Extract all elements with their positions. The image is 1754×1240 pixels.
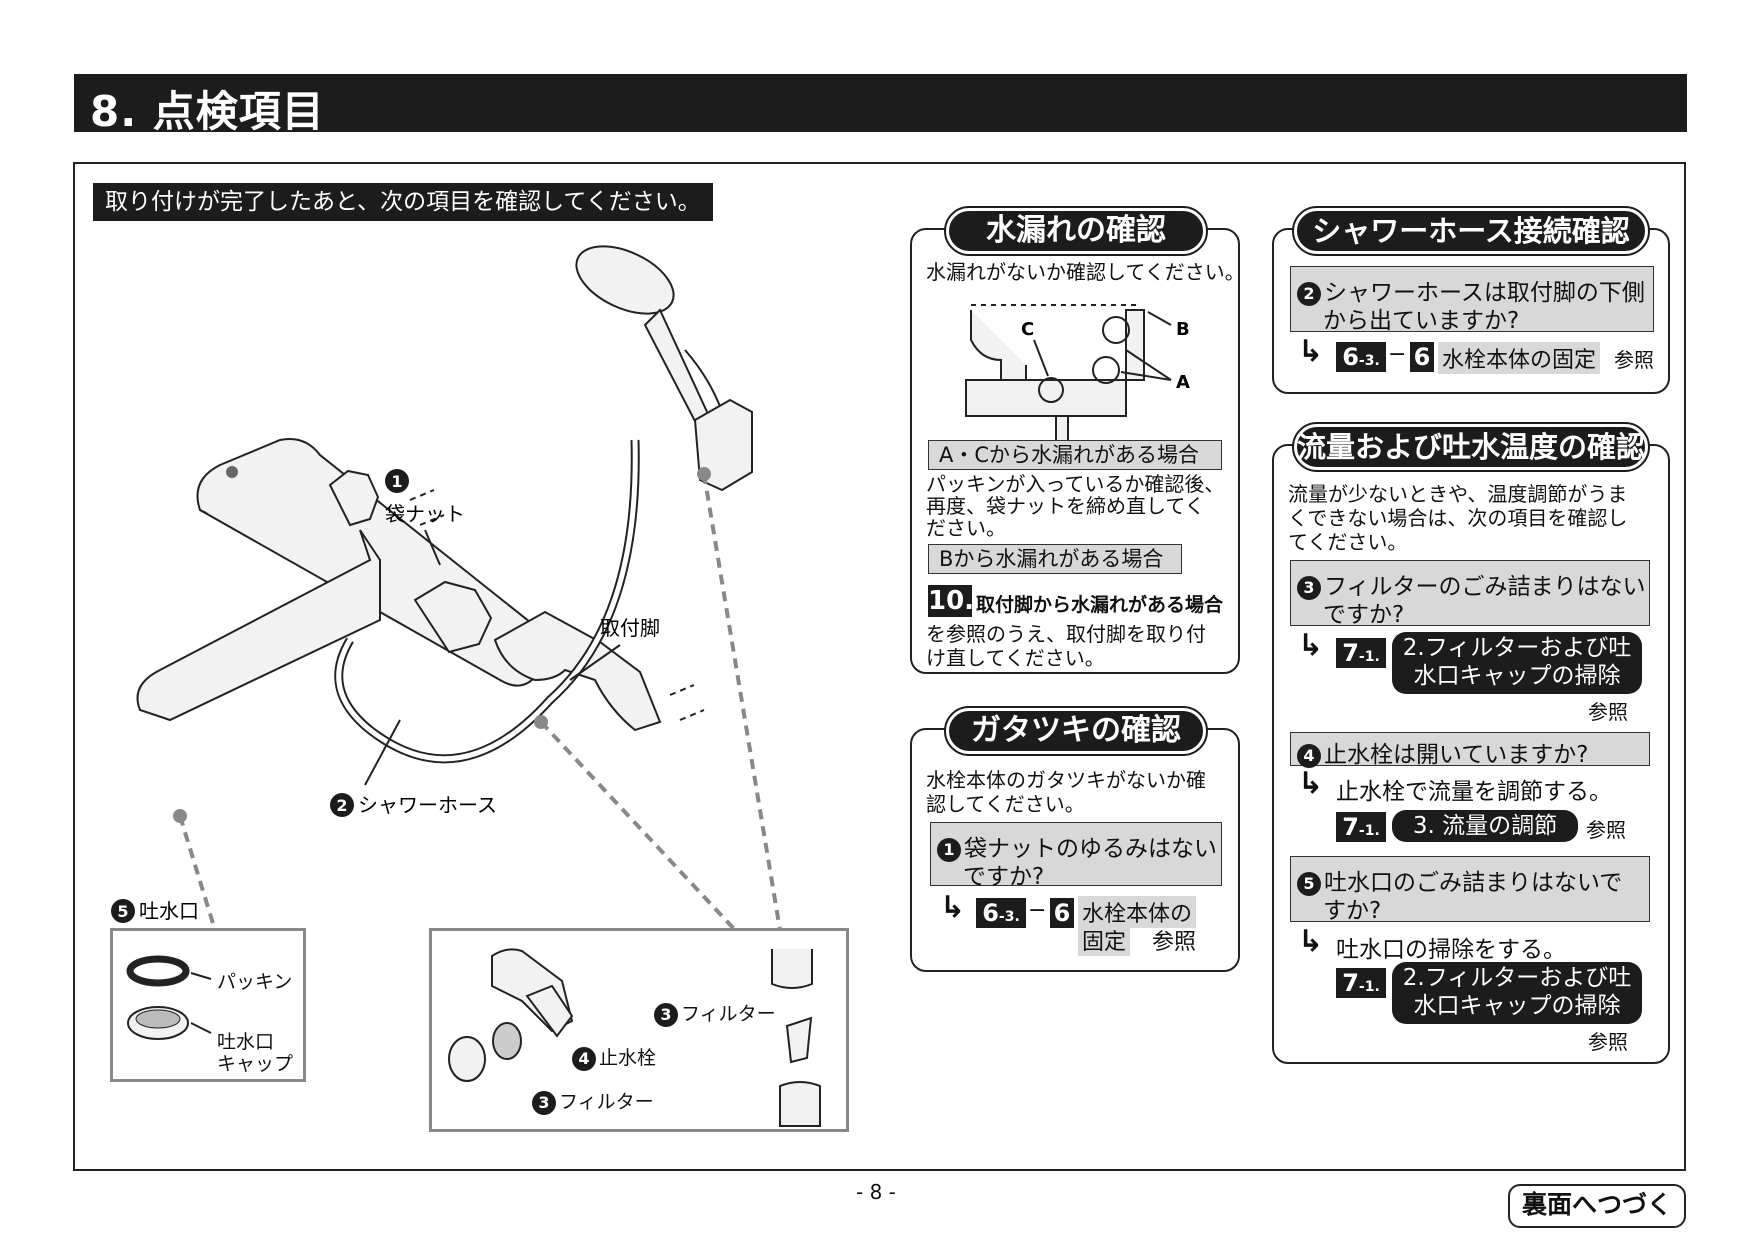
rattle-ref-b: 6 bbox=[1050, 898, 1074, 928]
callout-2: 2 シャワーホース bbox=[330, 719, 497, 817]
rattle-see: 参照 bbox=[1152, 930, 1197, 955]
q4-ref-label: 3. 流量の調節 bbox=[1392, 810, 1578, 842]
svg-text:B: B bbox=[1176, 319, 1190, 340]
rattle-arrow-icon: ↳ bbox=[940, 890, 966, 925]
leak-diagram: C B A bbox=[965, 304, 1190, 450]
svg-text:取付脚: 取付脚 bbox=[600, 616, 660, 640]
rattle-ref-label-1: 水栓本体の bbox=[1078, 896, 1197, 928]
intro-banner: 取り付けが完了したあと、次の項目を確認してください。 bbox=[93, 183, 713, 221]
q5-action: 吐水口の掃除をする。 bbox=[1336, 937, 1566, 963]
ref-body-2: け直してください。 bbox=[926, 646, 1105, 670]
rattle-desc-1: 水栓本体のガタツキがないか確 bbox=[926, 768, 1206, 792]
page-number: - 8 - bbox=[856, 1180, 896, 1204]
q5-arrow-icon: ↳ bbox=[1298, 924, 1324, 959]
q5-see: 参照 bbox=[1588, 1030, 1628, 1054]
flow-desc-3: てください。 bbox=[1288, 530, 1408, 554]
hose-see: 参照 bbox=[1614, 348, 1654, 372]
svg-text:シャワーホース: シャワーホース bbox=[358, 793, 497, 817]
svg-text:2: 2 bbox=[336, 796, 347, 815]
svg-text:吐水口: 吐水口 bbox=[139, 899, 199, 923]
q4-ref: 7-1. bbox=[1336, 812, 1386, 842]
shower-hook bbox=[693, 398, 753, 492]
ac-leak-title: A・Cから水漏れがある場合 bbox=[928, 440, 1222, 470]
ref-section-10: 10. bbox=[928, 585, 975, 617]
panel-leak-check: 水漏れがないか確認してください。 C B A A・Cから水漏れがある場合 パッキ… bbox=[910, 228, 1245, 674]
shower-head bbox=[575, 245, 731, 452]
callout-mount: 取付脚 bbox=[569, 616, 660, 681]
q3-ref-label: 2.フィルターおよび吐水口キャップの掃除 bbox=[1392, 632, 1642, 694]
flow-title: 流量および吐水温度の確認 bbox=[1292, 422, 1650, 472]
hose-ref-a: 6-3. bbox=[1336, 342, 1386, 372]
hose-ref-label: 水栓本体の固定 bbox=[1438, 342, 1601, 374]
svg-text:1: 1 bbox=[391, 472, 402, 491]
rattle-title: ガタツキの確認 bbox=[944, 706, 1208, 756]
rattle-ref-a: 6-3. bbox=[976, 898, 1026, 928]
cap-label-2: キャップ bbox=[217, 1053, 294, 1075]
callout-1: 1 袋ナット bbox=[385, 469, 465, 566]
flow-desc-2: くできない場合は、次の項目を確認し bbox=[1288, 506, 1628, 530]
ac-leak-body-1: パッキンが入っているか確認後、 bbox=[926, 472, 1225, 496]
q5-ref-label: 2.フィルターおよび吐水口キャップの掃除 bbox=[1392, 962, 1642, 1024]
q5-ref: 7-1. bbox=[1336, 968, 1386, 998]
svg-text:C: C bbox=[1021, 319, 1034, 340]
svg-text:5: 5 bbox=[117, 902, 128, 921]
section-header: 8. 点検項目 bbox=[74, 74, 1687, 136]
svg-text:袋ナット: 袋ナット bbox=[385, 502, 465, 526]
callout-5: 5 吐水口 bbox=[111, 899, 199, 923]
q3-arrow-icon: ↳ bbox=[1298, 628, 1324, 663]
faucet-illustration: 1 袋ナット 取付脚 2 シャワーホース 5 吐水口 bbox=[111, 245, 782, 932]
rattle-ref-label-2: 固定 bbox=[1078, 924, 1131, 956]
leak-title: 水漏れの確認 bbox=[944, 206, 1208, 256]
hose-title: シャワーホース接続確認 bbox=[1292, 206, 1650, 256]
q4-action: 止水栓で流量を調節する。 bbox=[1336, 779, 1612, 805]
panel-flow-check: 流量が少ないときや、温度調節がうま くできない場合は、次の項目を確認し てくださ… bbox=[1272, 444, 1670, 1064]
content-frame bbox=[73, 162, 1686, 1171]
continue-note: 裏面へつづく bbox=[1508, 1184, 1686, 1228]
page-title: 8. 点検項目 bbox=[90, 87, 325, 136]
ac-leak-body-3: ださい。 bbox=[926, 516, 1006, 540]
q3-ref: 7-1. bbox=[1336, 638, 1386, 668]
leak-desc: 水漏れがないか確認してください。 bbox=[926, 260, 1245, 284]
hose-arrow-icon: ↳ bbox=[1298, 334, 1324, 369]
ref-body-1: を参照のうえ、取付脚を取り付 bbox=[926, 622, 1206, 646]
q3-see: 参照 bbox=[1588, 700, 1628, 724]
rattle-desc-2: 認してください。 bbox=[926, 792, 1085, 816]
b-leak-title: Bから水漏れがある場合 bbox=[928, 544, 1182, 574]
svg-text:A: A bbox=[1176, 372, 1190, 393]
flow-desc-1: 流量が少ないときや、温度調節がうま bbox=[1288, 482, 1628, 506]
packing-label: パッキン bbox=[217, 971, 293, 993]
ref-section-10-title: 取付脚から水漏れがある場合 bbox=[976, 594, 1224, 616]
q4-see: 参照 bbox=[1586, 818, 1626, 842]
cap-label-1: 吐水口 bbox=[217, 1031, 275, 1053]
hose-ref-b: 6 bbox=[1410, 342, 1434, 372]
q4-arrow-icon: ↳ bbox=[1298, 766, 1324, 801]
inset-spout: パッキン 吐水口 キャップ bbox=[110, 928, 306, 1082]
ac-leak-body-2: 再度、袋ナットを締め直してく bbox=[926, 494, 1205, 518]
